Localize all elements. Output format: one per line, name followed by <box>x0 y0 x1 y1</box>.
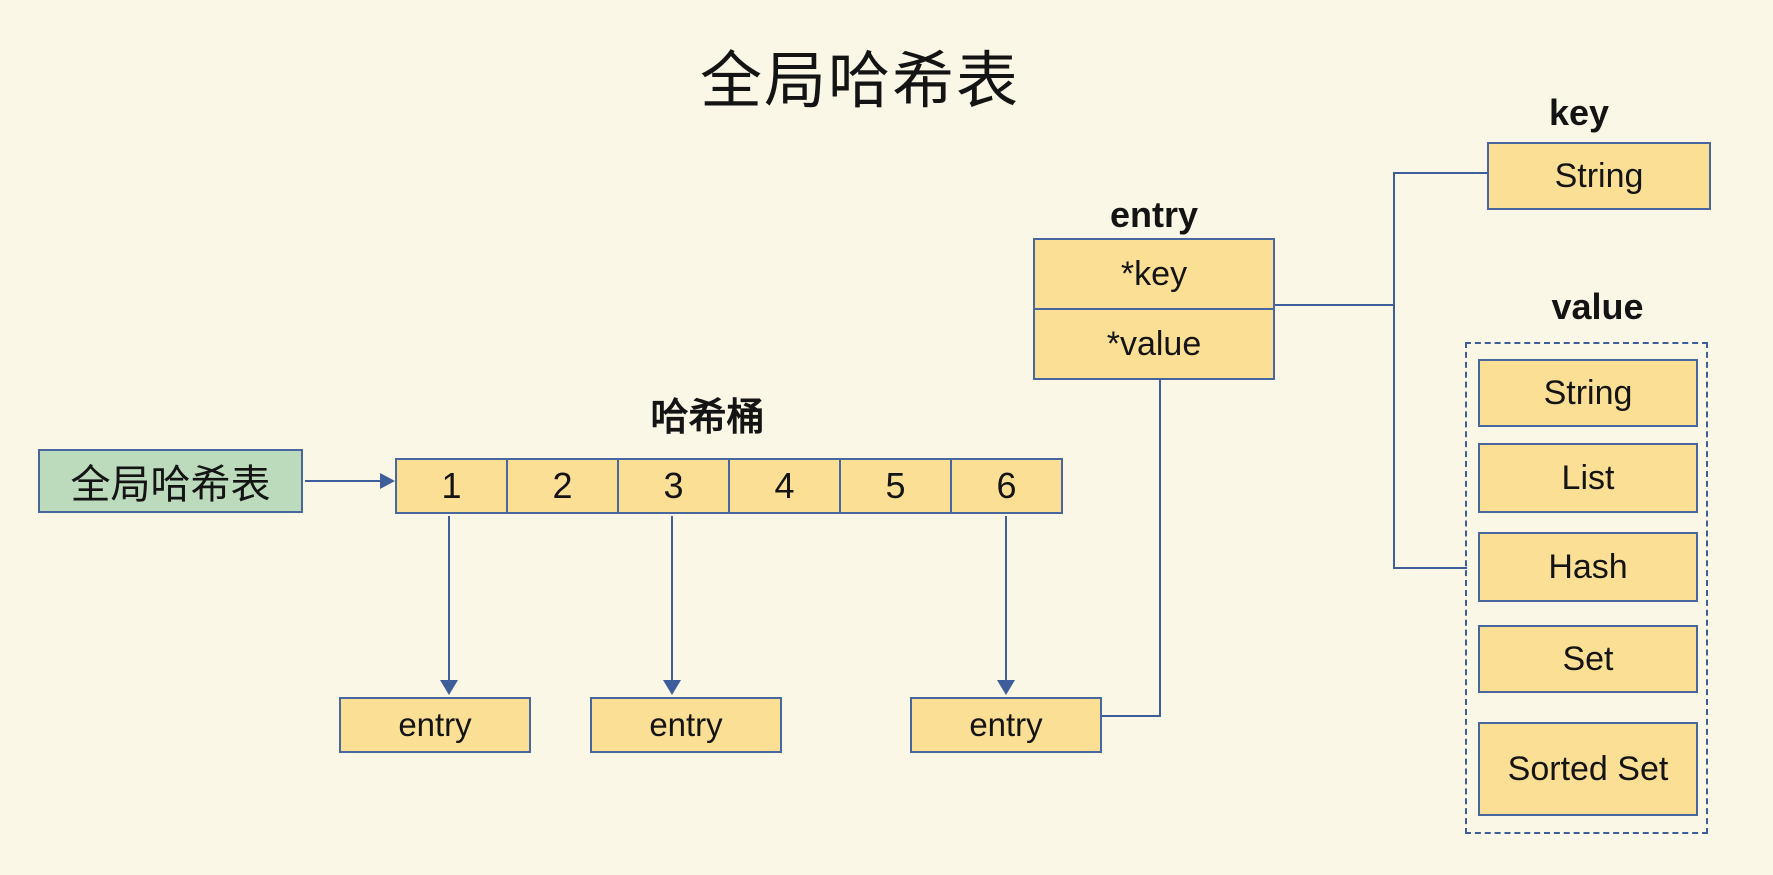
entry-box-2: entry <box>590 697 782 753</box>
entry-box-1-label: entry <box>398 706 472 743</box>
value-type-box-string: String <box>1478 359 1698 427</box>
value-type-label: Sorted Set <box>1507 749 1669 788</box>
connector-to-key-box <box>1393 172 1489 174</box>
hash-bucket-array: 1 2 3 4 5 6 <box>395 458 1063 514</box>
bucket1-to-entry-arrowhead-icon <box>440 680 458 695</box>
bucket3-to-entry-arrowhead-icon <box>663 680 681 695</box>
bucket-cell-3: 3 <box>617 460 728 512</box>
bucket6-to-entry-arrow-line <box>1005 516 1007 682</box>
value-type-box-hash: Hash <box>1478 532 1698 602</box>
value-type-box-set: Set <box>1478 625 1698 693</box>
key-section-label: key <box>1548 92 1610 133</box>
value-type-label: List <box>1561 458 1615 497</box>
global-to-bucket-arrowhead-icon <box>380 473 395 489</box>
bucket-cell-2: 2 <box>506 460 617 512</box>
value-type-box-sortedset: Sorted Set <box>1478 722 1698 816</box>
bucket-cell-4: 4 <box>728 460 839 512</box>
entry-key-field: *key <box>1120 254 1188 293</box>
bucket-cell-1: 1 <box>441 465 462 506</box>
value-type-label: Hash <box>1548 547 1628 586</box>
entry-box-3-label: entry <box>969 706 1043 743</box>
struct-right-connector <box>1275 304 1395 306</box>
diagram-title: 全局哈希表 <box>699 47 1020 116</box>
global-hash-table-label: 全局哈希表 <box>70 463 271 507</box>
entry-value-field: *value <box>1035 308 1273 378</box>
value-type-box-list: List <box>1478 443 1698 513</box>
bucket-cell-5: 5 <box>839 460 950 512</box>
entry-struct-label: entry <box>1109 194 1199 235</box>
hash-bucket-label: 哈希桶 <box>650 397 765 439</box>
entry-box-1: entry <box>339 697 531 753</box>
key-type-box: String <box>1487 142 1711 210</box>
key-value-connector-vertical <box>1393 172 1395 569</box>
bucket1-to-entry-arrow-line <box>448 516 450 682</box>
value-type-label: Set <box>1562 639 1614 678</box>
struct-value-to-entry3-connector-vertical <box>1159 380 1161 717</box>
entry-box-2-label: entry <box>649 706 723 743</box>
value-types-container <box>1465 342 1708 834</box>
struct-value-to-entry3-connector-horizontal <box>1102 715 1161 717</box>
key-type-label: String <box>1554 156 1644 195</box>
global-hash-table-box: 全局哈希表 <box>38 449 303 513</box>
bucket3-to-entry-arrow-line <box>671 516 673 682</box>
value-type-label: String <box>1543 373 1633 412</box>
global-to-bucket-arrow-line <box>305 480 383 482</box>
entry-box-3: entry <box>910 697 1102 753</box>
bucket6-to-entry-arrowhead-icon <box>997 680 1015 695</box>
connector-to-value-container <box>1393 567 1467 569</box>
entry-struct-box: *key *value <box>1033 238 1275 380</box>
bucket-cell-6: 6 <box>950 460 1061 512</box>
value-section-label: value <box>1551 286 1644 327</box>
